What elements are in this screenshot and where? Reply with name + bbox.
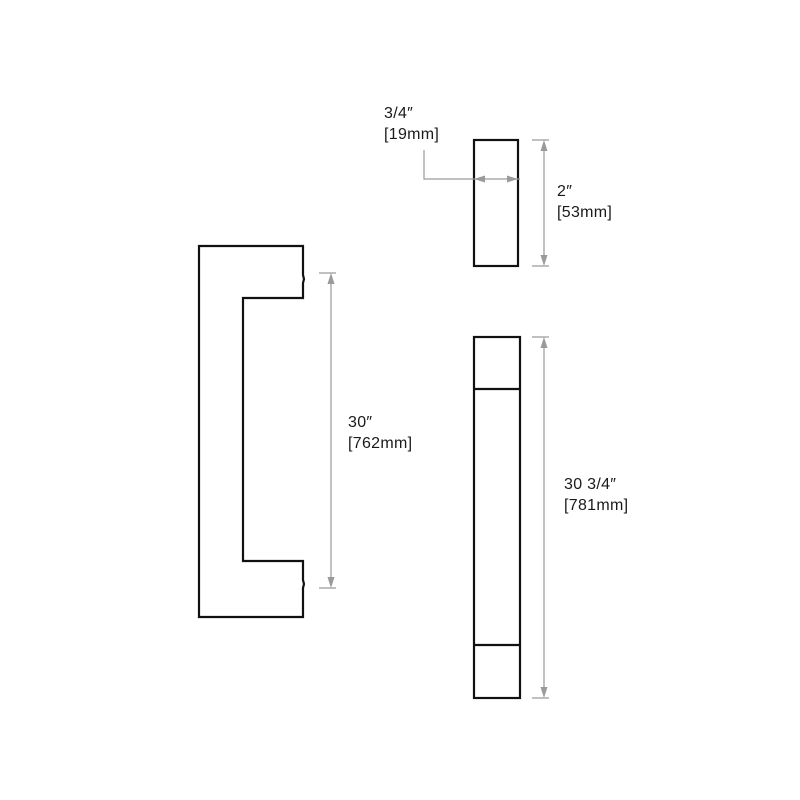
front-view <box>472 335 522 700</box>
overall-length-metric: [781mm] <box>564 497 629 514</box>
center-to-center-dimension <box>319 272 336 589</box>
arrow-down <box>327 577 335 588</box>
width-metric: [19mm] <box>384 126 440 143</box>
width-imperial: 3/4″ <box>384 105 414 122</box>
handle-front-profile <box>472 335 522 700</box>
arrow-up <box>327 273 335 284</box>
overall-length-imperial: 30 3/4″ <box>564 476 617 493</box>
arrow-up <box>540 337 548 348</box>
end-view <box>472 138 520 268</box>
handle-side-profile <box>197 244 306 619</box>
width-dimension <box>423 150 520 183</box>
side-view <box>197 244 306 619</box>
center-to-center-metric: [762mm] <box>348 435 413 452</box>
arrow-up <box>540 140 548 151</box>
depth-metric: [53mm] <box>557 204 613 221</box>
overall-length-dimension <box>532 336 549 699</box>
center-to-center-imperial: 30″ <box>348 414 373 431</box>
center-to-center-label: 30″ [762mm] <box>348 412 412 454</box>
depth-dimension <box>532 139 549 267</box>
depth-label: 2″ [53mm] <box>557 181 612 223</box>
depth-imperial: 2″ <box>557 183 573 200</box>
arrow-right <box>507 175 518 183</box>
arrow-left <box>474 175 485 183</box>
arrow-down <box>540 687 548 698</box>
handle-end-profile <box>472 138 520 268</box>
overall-length-label: 30 3/4″ [781mm] <box>564 474 628 516</box>
width-label: 3/4″ [19mm] <box>384 103 439 145</box>
arrow-down <box>540 255 548 266</box>
